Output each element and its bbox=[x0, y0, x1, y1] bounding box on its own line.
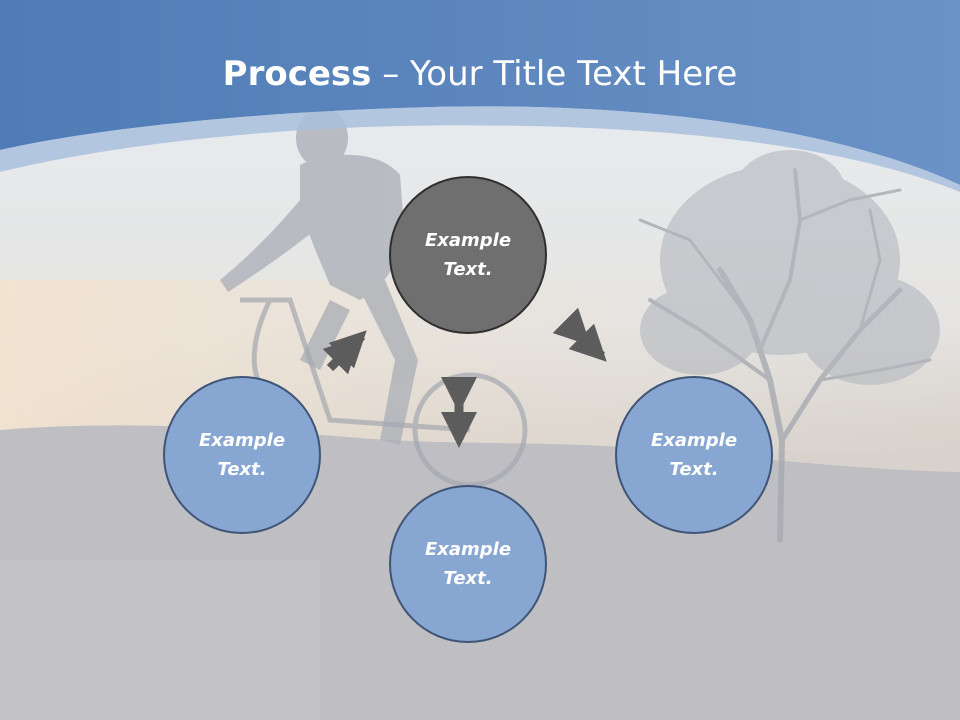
title-separator: – bbox=[371, 54, 411, 94]
node-right-line2: Text. bbox=[669, 459, 719, 480]
node-right-line1: Example bbox=[650, 430, 738, 451]
node-bottom-line2: Text. bbox=[443, 568, 493, 589]
node-top-line2: Text. bbox=[443, 259, 493, 280]
node-top-line1: Example bbox=[424, 230, 512, 251]
node-right: Example Text. bbox=[615, 376, 773, 534]
title-rest: Your Title Text Here bbox=[410, 54, 738, 94]
node-bottom: Example Text. bbox=[389, 485, 547, 643]
node-left: Example Text. bbox=[163, 376, 321, 534]
node-left-line1: Example bbox=[198, 430, 286, 451]
header-band bbox=[0, 0, 960, 185]
slide-title: Process – Your Title Text Here bbox=[0, 52, 960, 96]
node-bottom-line1: Example bbox=[424, 539, 512, 560]
node-left-line2: Text. bbox=[217, 459, 267, 480]
node-top: Example Text. bbox=[389, 176, 547, 334]
title-bold: Process bbox=[222, 54, 372, 94]
